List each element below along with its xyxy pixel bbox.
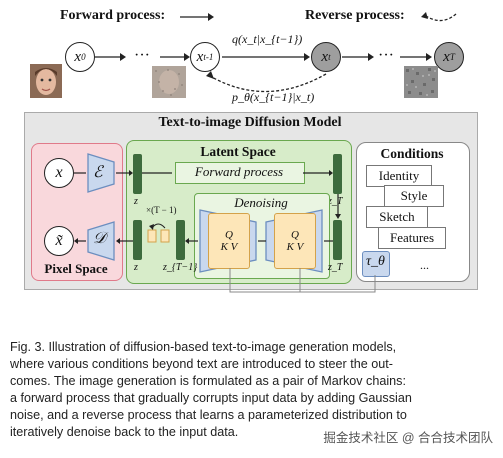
- latent-z-bar-top: [133, 154, 142, 194]
- encoder-label: ℰ: [93, 164, 103, 181]
- tau-encoder-box: [362, 251, 390, 277]
- forward-process-text: Forward process: [194, 164, 284, 179]
- q-transition-label: q(x_t|x_{t−1}): [232, 32, 303, 46]
- conditions-more: ...: [420, 258, 429, 272]
- latent-zT-bar-bottom: [333, 220, 342, 260]
- caption-line: iteratively denoise back to the input da…: [10, 425, 239, 439]
- pixel-space-label: Pixel Space: [44, 261, 108, 276]
- latent-z-bar-bottom: [133, 220, 142, 260]
- zT-label-top: z_T: [328, 196, 343, 207]
- face-image-clean: [30, 64, 62, 98]
- conditions-label: Conditions: [380, 146, 444, 161]
- caption-line: noise, and a reverse process that learns…: [10, 408, 407, 422]
- forward-process-label: Forward process:: [60, 8, 166, 23]
- tau-encoder-label: τ_θ: [366, 254, 385, 269]
- z-label-bottom: z: [134, 262, 138, 273]
- model-title: Text-to-image Diffusion Model: [158, 115, 342, 130]
- z-label-top: z: [134, 196, 138, 207]
- latent-zT-bar-top: [333, 154, 342, 194]
- caption-line: comes. The image generation is formulate…: [10, 374, 406, 388]
- p-transition-label: p_θ(x_{t−1}|x_t): [232, 90, 315, 104]
- repeat-loop-icon: [147, 223, 170, 243]
- zT-label-bottom: z_T: [328, 262, 343, 273]
- caption-line: Fig. 3. Illustration of diffusion-based …: [10, 340, 397, 354]
- caption-line: a forward process that gradually corrupt…: [10, 391, 412, 405]
- markov-chain-arrows: [95, 53, 432, 93]
- forward-arrow-icon: [180, 13, 214, 21]
- condition-identity: Identity: [366, 165, 432, 187]
- repeat-label: ×(T − 1): [146, 205, 177, 215]
- watermark: 掘金技术社区 @ 合合技术团队: [323, 427, 493, 446]
- encoder-block: [87, 153, 115, 193]
- decoder-block: [87, 221, 115, 261]
- input-x-node: x: [44, 158, 74, 188]
- figure-caption: Fig. 3. Illustration of diffusion-based …: [10, 339, 495, 441]
- model-connectors: [74, 170, 376, 293]
- condition-sketch: Sketch: [366, 206, 428, 228]
- latent-space-label: Latent Space: [200, 144, 276, 159]
- face-image-noisy: [152, 66, 186, 98]
- caption-line: where various conditions beyond text are…: [10, 357, 393, 371]
- decoder-label: 𝒟: [93, 230, 106, 247]
- latent-zT1-bar: [176, 220, 185, 260]
- condition-features: Features: [378, 227, 446, 249]
- noise-image: [404, 66, 438, 98]
- reverse-arrow-icon: [421, 12, 457, 22]
- chain-dots-right: ···: [378, 47, 394, 64]
- zT1-label: z_{T−1}: [163, 262, 198, 273]
- denoising-label: Denoising: [234, 195, 288, 210]
- reverse-process-label: Reverse process:: [305, 8, 405, 23]
- output-x-tilde-node: x̃: [44, 226, 74, 256]
- chain-dots-left: ···: [134, 47, 150, 64]
